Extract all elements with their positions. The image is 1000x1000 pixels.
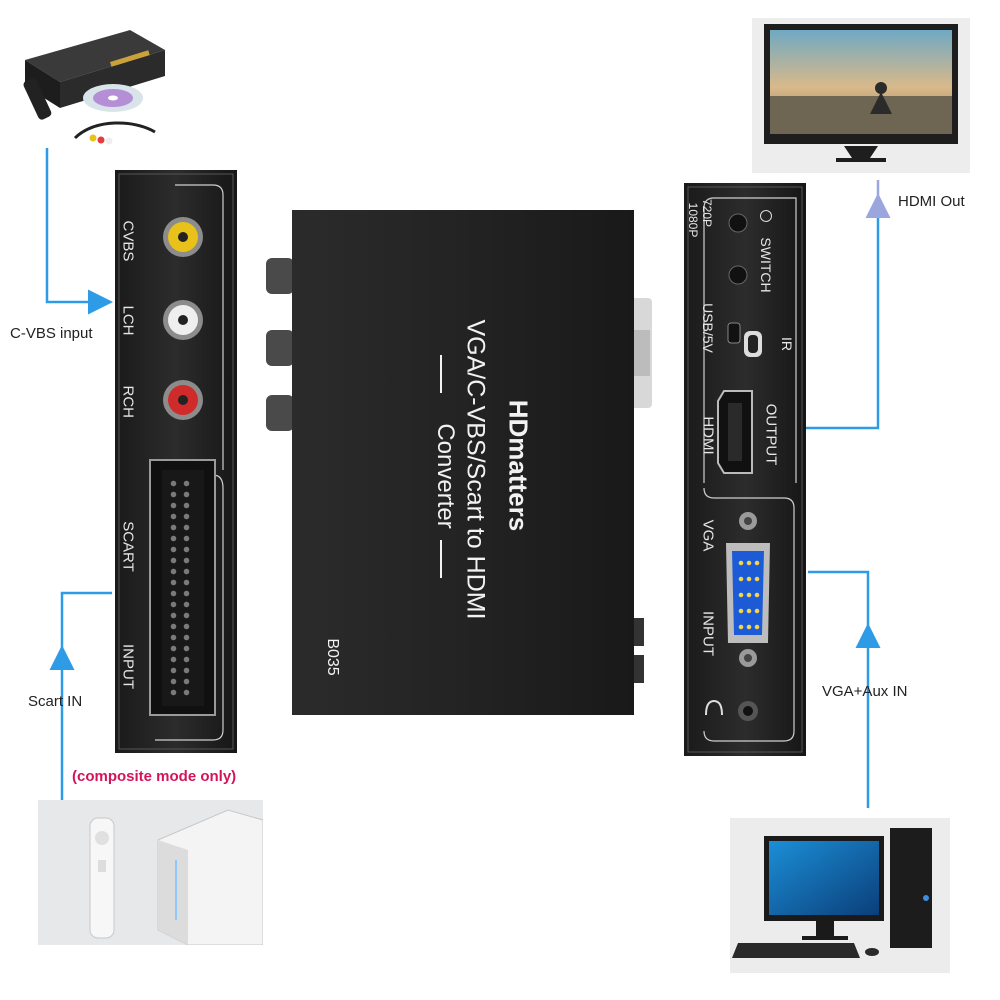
res-1080-label: 1080P <box>686 202 700 238</box>
right-output-panel <box>684 183 806 756</box>
lch-label: LCH <box>119 305 137 336</box>
pc-image <box>730 818 950 973</box>
rch-label: RCH <box>119 385 137 419</box>
hdmi-output-arrow <box>806 205 880 430</box>
brand-logo: HDmatters <box>503 399 534 532</box>
model-number: B035 <box>324 638 341 676</box>
scart-input-label: INPUT <box>119 644 137 689</box>
res-720-label: 720P <box>700 198 714 228</box>
cvbs-label: CVBS <box>119 220 137 262</box>
dvd-player-image <box>15 20 165 150</box>
usb-label: USB/5V <box>700 303 716 353</box>
wii-console-image <box>38 800 263 945</box>
hdmi-out-caption: HDMI Out <box>898 193 965 210</box>
scart-label: SCART <box>119 521 137 572</box>
tv-image <box>752 18 970 173</box>
title-dash-top <box>440 355 442 393</box>
scart-in-caption: Scart IN <box>28 693 83 710</box>
scart-pins <box>167 478 193 698</box>
composite-mode-note: (composite mode only) <box>72 768 237 785</box>
vga-input-label: INPUT <box>699 611 717 656</box>
vga-pins <box>737 555 761 635</box>
cvbs-input-caption: C-VBS input <box>10 325 93 342</box>
title-dash-bottom <box>440 540 442 578</box>
device-title-line1: VGA/C-VBS/Scart to HDMI <box>461 319 490 620</box>
vga-aux-in-caption: VGA+Aux IN <box>822 683 908 700</box>
converter-device <box>262 210 662 720</box>
cvbs-input-arrow <box>45 148 113 315</box>
device-title-line2: Converter <box>432 423 459 529</box>
output-label: OUTPUT <box>762 403 780 466</box>
hdmi-port-label: HDMI <box>699 416 717 455</box>
ir-label: IR <box>779 337 795 351</box>
switch-label: SWITCH <box>758 237 774 293</box>
vga-port-label: VGA <box>699 519 717 552</box>
power-icon <box>760 210 772 222</box>
